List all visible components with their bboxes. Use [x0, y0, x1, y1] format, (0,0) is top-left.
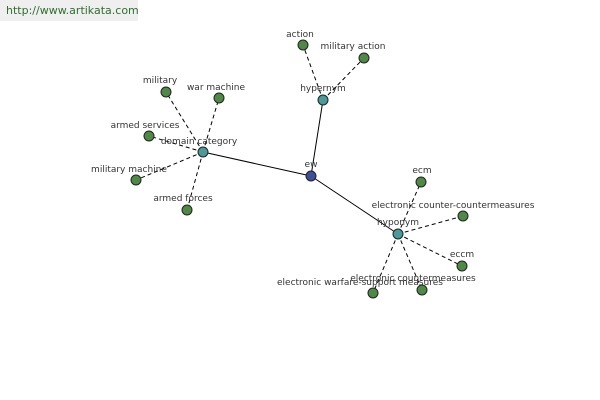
node-label-ecm-full: electronic countermeasures [350, 274, 476, 284]
edge-domain-war-machine [202, 97, 220, 153]
node-label-ecm: ecm [412, 166, 431, 176]
node-ecm-full[interactable] [416, 284, 428, 296]
edge-layer [135, 44, 464, 294]
edge-ew-domain [202, 151, 312, 177]
node-layer [130, 39, 469, 299]
edge-hypernym-action [302, 44, 324, 101]
edge-ew-hyponym [310, 175, 399, 235]
node-label-armed-services: armed services [111, 121, 180, 131]
edge-domain-armed-services [148, 135, 204, 153]
edge-hyponym-ecm-full [397, 233, 423, 291]
node-military-action[interactable] [358, 52, 370, 64]
edge-hypernym-military-action [322, 57, 365, 101]
edge-hyponym-eccm-full [397, 215, 464, 235]
node-war-machine[interactable] [213, 92, 225, 104]
node-military-machine[interactable] [130, 174, 142, 186]
node-hyponym[interactable] [392, 228, 404, 240]
node-label-armed-forces: armed forces [153, 194, 213, 204]
edge-domain-military [165, 91, 204, 153]
node-label-hyponym: hyponym [377, 218, 419, 228]
node-label-ewsm: electronic warfare-support measures [277, 278, 443, 288]
node-ewsm[interactable] [367, 287, 379, 299]
node-eccm[interactable] [456, 260, 468, 272]
edge-hyponym-ewsm [372, 233, 399, 294]
node-label-eccm: eccm [450, 250, 474, 260]
node-label-action: action [286, 30, 314, 40]
node-label-war-machine: war machine [187, 83, 246, 93]
node-label-ew: ew [305, 160, 318, 170]
node-ecm[interactable] [415, 176, 427, 188]
node-military[interactable] [160, 86, 172, 98]
node-ew[interactable] [305, 170, 317, 182]
node-label-hypernym: hypernym [300, 84, 346, 94]
node-label-military-action: military action [321, 42, 386, 52]
node-label-domain: domain category [161, 137, 238, 147]
node-domain[interactable] [197, 146, 209, 158]
node-label-military-machine: military machine [91, 165, 167, 175]
node-label-eccm-full: electronic counter-countermeasures [372, 201, 535, 211]
node-armed-forces[interactable] [181, 204, 193, 216]
edge-hyponym-ecm [397, 181, 422, 235]
node-action[interactable] [297, 39, 309, 51]
edge-ew-hypernym [310, 99, 324, 177]
edge-domain-military-machine [135, 151, 204, 181]
node-armed-services[interactable] [143, 130, 155, 142]
label-layer: ew hypernym domain category hyponym action mi… [91, 30, 535, 288]
node-label-military: military [143, 76, 178, 86]
edge-hyponym-eccm [397, 233, 463, 267]
node-hypernym[interactable] [317, 94, 329, 106]
node-eccm-full[interactable] [457, 210, 469, 222]
edge-domain-armed-forces [186, 151, 204, 211]
watermark-url: http://www.artikata.com [0, 0, 139, 21]
